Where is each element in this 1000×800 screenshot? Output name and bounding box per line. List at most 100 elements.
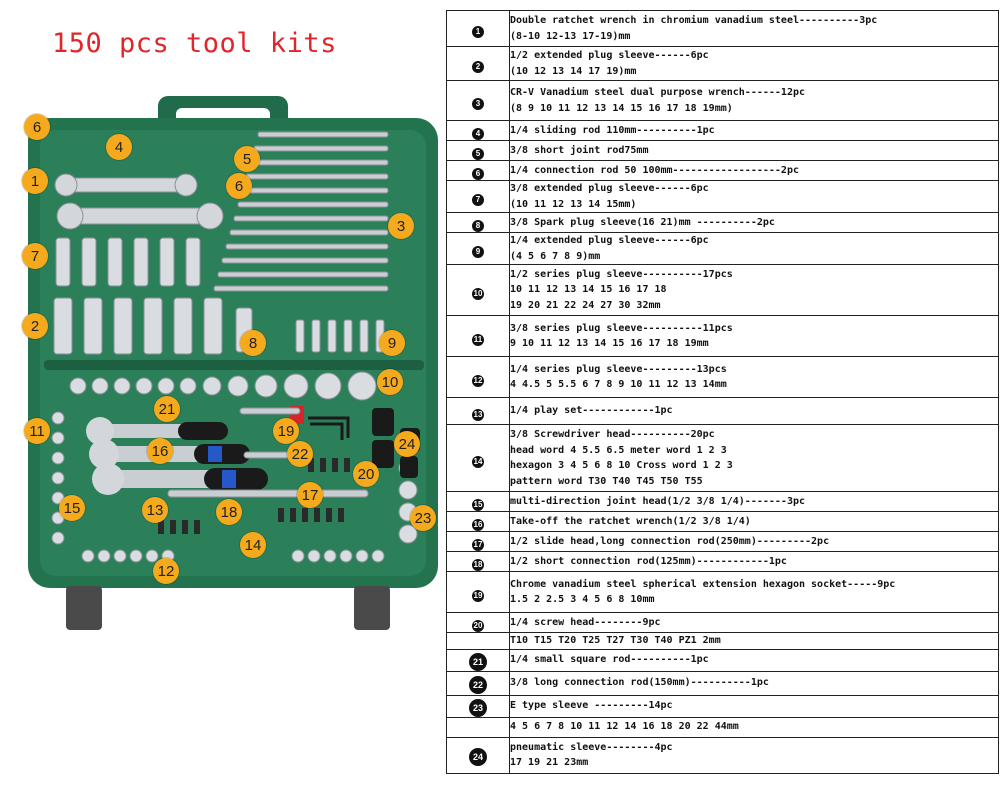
item-description-cell: 4 5 6 7 8 10 11 12 14 16 18 20 22 44mm — [509, 716, 999, 738]
item-number-cell: 23 — [446, 694, 510, 718]
item-description-line: 3/8 Screwdriver head----------20pc — [510, 429, 715, 440]
table-row: 21 1/4 small square rod----------1pc — [446, 648, 999, 672]
item-description-cell: T10 T15 T20 T25 T27 T30 T40 PZ1 2mm — [509, 632, 999, 650]
item-description-line: pattern word T30 T40 T45 T50 T55 — [510, 475, 703, 487]
item-description-line: 1/4 sliding rod 110mm----------1pc — [510, 124, 715, 136]
item-description-cell: 3/8 short joint rod75mm — [509, 140, 999, 161]
item-number-cell: 2 — [446, 46, 510, 81]
item-description-cell: E type sleeve ---------14pc — [509, 694, 999, 718]
item-description-line: 19 20 21 22 24 27 30 32mm — [510, 299, 661, 311]
callout-marker: 5 — [234, 146, 260, 172]
item-description-line: E type sleeve ---------14pc — [510, 700, 673, 712]
item-description-cell: multi-direction joint head(1/2 3/8 1/4)-… — [509, 491, 999, 512]
item-number-cell: 14 — [446, 424, 510, 492]
item-description-line: 1/2 series plug sleeve----------17pcs — [510, 268, 733, 280]
item-description-line: T10 T15 T20 T25 T27 T30 T40 PZ1 2mm — [510, 635, 721, 646]
item-number-cell: 15 — [446, 491, 510, 512]
item-description-line: pneumatic sleeve--------4pc — [510, 741, 673, 753]
item-description-cell: CR-V Vanadium steel dual purpose wrench-… — [509, 80, 999, 121]
item-number-badge: 10 — [472, 287, 484, 300]
item-number-cell: 18 — [446, 551, 510, 572]
item-number-cell: 11 — [446, 315, 510, 357]
item-description-cell: 1/2 slide head,long connection rod(250mm… — [509, 531, 999, 552]
item-description-line: 1/4 screw head--------9pc — [510, 616, 661, 628]
callout-marker: 17 — [297, 482, 323, 508]
item-description-line: Take-off the ratchet wrench(1/2 3/8 1/4) — [510, 515, 751, 527]
callout-marker: 7 — [22, 243, 48, 269]
callout-marker: 16 — [147, 438, 173, 464]
item-number-cell: 9 — [446, 232, 510, 265]
item-description-cell: Double ratchet wrench in chromium vanadi… — [509, 10, 999, 47]
item-description-cell: 1/2 extended plug sleeve------6pc(10 12 … — [509, 46, 999, 81]
table-row: 3 CR-V Vanadium steel dual purpose wrench… — [446, 80, 999, 121]
item-number-cell: 17 — [446, 531, 510, 552]
item-number-cell: 1 — [446, 10, 510, 47]
item-description-line: 1.5 2 2.5 3 4 5 6 8 10mm — [510, 594, 655, 605]
item-number-badge: 3 — [472, 98, 484, 110]
callout-marker: 13 — [142, 497, 168, 523]
item-description-cell: 1/2 series plug sleeve----------17pcs 10 … — [509, 264, 999, 316]
item-description-line: 10 11 12 13 14 15 16 17 18 — [510, 284, 667, 296]
item-number-badge: 23 — [469, 698, 487, 717]
item-number-badge: 21 — [469, 652, 487, 671]
item-description-line: 1/2 short connection rod(125mm)---------… — [510, 555, 787, 567]
callout-marker: 20 — [353, 461, 379, 487]
callout-marker: 12 — [153, 558, 179, 584]
item-description-line: 3/8 Spark plug sleeve(16 21)mm ---------… — [510, 216, 775, 228]
item-description-cell: 1/4 connection rod 50 100mm-------------… — [509, 160, 999, 181]
item-description-line: head word 4 5.5 6.5 meter word 1 2 3 — [510, 444, 727, 456]
item-number-cell — [446, 716, 510, 738]
item-description-line: 3/8 extended plug sleeve------6pc — [510, 183, 709, 194]
item-number-cell: 24 — [446, 736, 510, 774]
table-row: 17 1/2 slide head,long connection rod(250… — [446, 531, 999, 552]
callout-marker: 15 — [59, 495, 85, 521]
item-description-line: 4 5 6 7 8 10 11 12 14 16 18 20 22 44mm — [510, 721, 739, 733]
item-description-cell: 1/2 short connection rod(125mm)---------… — [509, 551, 999, 572]
item-number-badge: 18 — [472, 559, 484, 571]
item-description-line: 4 4.5 5 5.5 6 7 8 9 10 11 12 13 14mm — [510, 379, 727, 390]
item-number-cell: 3 — [446, 80, 510, 121]
item-description-line: 1/4 small square rod----------1pc — [510, 654, 709, 666]
item-number-cell: 19 — [446, 571, 510, 613]
callout-marker: 19 — [273, 418, 299, 444]
callout-marker: 14 — [240, 532, 266, 558]
item-number-cell: 4 — [446, 120, 510, 141]
item-number-cell: 22 — [446, 670, 510, 696]
table-row: 8 3/8 Spark plug sleeve(16 21)mm --------… — [446, 212, 999, 233]
callout-marker: 21 — [154, 396, 180, 422]
item-number-badge: 24 — [469, 747, 487, 766]
table-row: 19 Chrome vanadium steel spherical extens… — [446, 571, 999, 613]
item-description-cell: 1/4 screw head--------9pc — [509, 612, 999, 633]
item-description-cell: Chrome vanadium steel spherical extensio… — [509, 571, 999, 613]
item-number-cell: 16 — [446, 511, 510, 532]
item-description-line: 1/2 slide head,long connection rod(250mm… — [510, 535, 830, 547]
table-row: 15 multi-direction joint head(1/2 3/8 1/4… — [446, 491, 999, 512]
item-description-line: multi-direction joint head(1/2 3/8 1/4)-… — [510, 495, 806, 507]
callout-marker: 1 — [22, 168, 48, 194]
table-row: T10 T15 T20 T25 T27 T30 T40 PZ1 2mm — [446, 632, 999, 650]
item-description-cell: 1/4 sliding rod 110mm----------1pc — [509, 120, 999, 141]
item-number-badge: 8 — [472, 220, 484, 232]
item-description-line: CR-V Vanadium steel dual purpose wrench-… — [510, 87, 806, 98]
item-description-line: 1/4 play set------------1pc — [510, 405, 673, 417]
callout-marker: 9 — [379, 330, 405, 356]
item-description-line: 3/8 short joint rod75mm — [510, 144, 649, 156]
callout-marker: 22 — [287, 441, 313, 467]
item-number-badge: 17 — [472, 539, 484, 551]
item-description-line: (4 5 6 7 8 9)mm — [510, 250, 601, 262]
item-number-badge: 15 — [472, 499, 484, 511]
item-description-cell: 1/4 play set------------1pc — [509, 397, 999, 425]
item-number-badge: 19 — [472, 589, 484, 602]
item-number-cell: 8 — [446, 212, 510, 233]
callout-marker: 6 — [24, 114, 50, 140]
item-number-cell: 12 — [446, 356, 510, 398]
item-description-line: (10 12 13 14 17 19)mm — [510, 65, 637, 77]
callout-marker: 8 — [240, 330, 266, 356]
